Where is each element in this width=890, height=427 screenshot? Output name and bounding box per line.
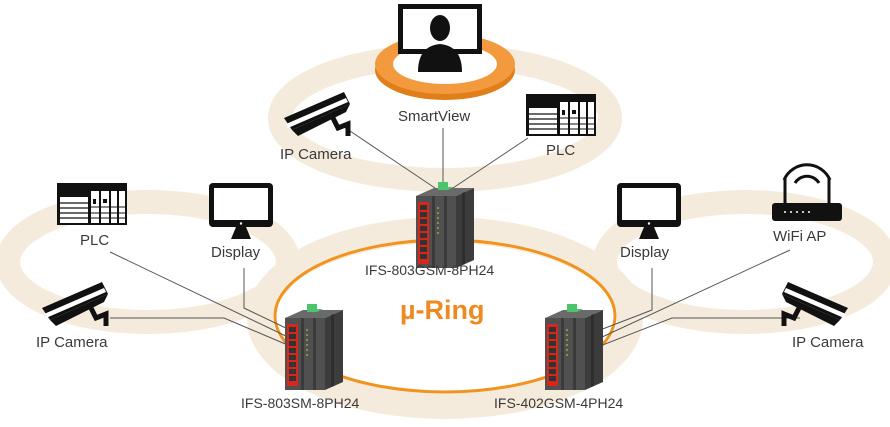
link-left-display <box>243 268 291 331</box>
ring-title: µ-Ring <box>400 295 485 325</box>
link-top-camera <box>343 126 436 189</box>
left-plc-label: PLC <box>80 232 110 249</box>
link-right-wifi <box>599 249 791 339</box>
right-camera-label: IP Camera <box>792 334 864 351</box>
switch-right-label: IFS-402GSM-4PH24 <box>494 395 624 411</box>
link-top-plc <box>449 137 529 191</box>
connection-lines <box>109 126 800 347</box>
smartview-label: SmartView <box>398 108 471 125</box>
switch-icon-right <box>545 304 603 390</box>
left-camera-label: IP Camera <box>36 334 108 351</box>
switch-left-label: IFS-803SM-8PH24 <box>241 395 360 411</box>
link-right-camera <box>599 317 800 347</box>
plc-icon-left <box>56 182 128 226</box>
switch-icon-top <box>416 182 474 268</box>
link-right-display <box>599 268 653 331</box>
plc-icon-top <box>525 93 597 137</box>
wifi-router-icon <box>772 163 842 221</box>
link-left-camera <box>110 317 291 347</box>
link-left-plc <box>109 251 291 339</box>
top-plc-label: PLC <box>546 142 576 159</box>
right-display-label: Display <box>620 244 670 261</box>
left-display-label: Display <box>211 244 261 261</box>
switch-icon-left <box>285 304 343 390</box>
wifi-ap-label: WiFi AP <box>773 228 827 245</box>
top-camera-label: IP Camera <box>280 146 352 163</box>
monitor-user-icon <box>398 4 482 72</box>
switch-top-label: IFS-803GSM-8PH24 <box>365 262 495 278</box>
